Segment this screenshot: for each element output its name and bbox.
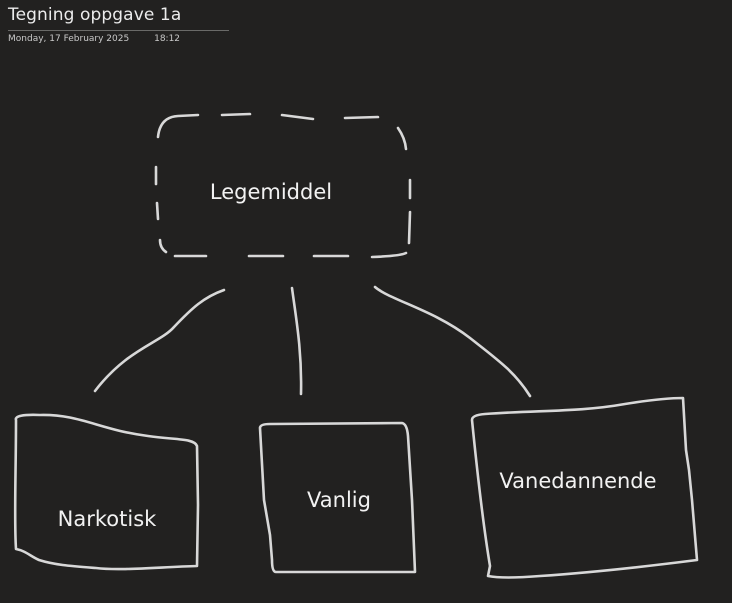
child-node-vanlig-border [258,421,417,574]
connector-vanlig [290,286,303,396]
child-node-narkotisk-label: Narkotisk [58,507,157,531]
connector-narkotisk [93,288,226,393]
connector-vanedannende [373,285,532,398]
root-node-label: Legemiddel [210,180,332,204]
page-meta: Monday, 17 February 2025 18:12 [8,34,229,44]
page-time: 18:12 [154,34,181,44]
child-node-vanlig-label: Vanlig [307,488,371,512]
root-node[interactable]: Legemiddel [154,112,412,259]
connectors [93,285,532,398]
child-node-vanedannende-border [470,396,699,579]
child-node-vanedannende[interactable]: Vanedannende [470,396,699,579]
page-date: Monday, 17 February 2025 [8,34,130,44]
page-title[interactable]: Tegning oppgave 1a [8,5,229,31]
child-node-narkotisk[interactable]: Narkotisk [13,413,200,571]
root-node-dashed-border [154,112,412,259]
child-node-vanedannende-label: Vanedannende [499,469,656,493]
child-node-narkotisk-border [13,413,200,571]
page-header: Tegning oppgave 1a Monday, 17 February 2… [8,5,229,44]
child-node-vanlig[interactable]: Vanlig [258,421,417,574]
